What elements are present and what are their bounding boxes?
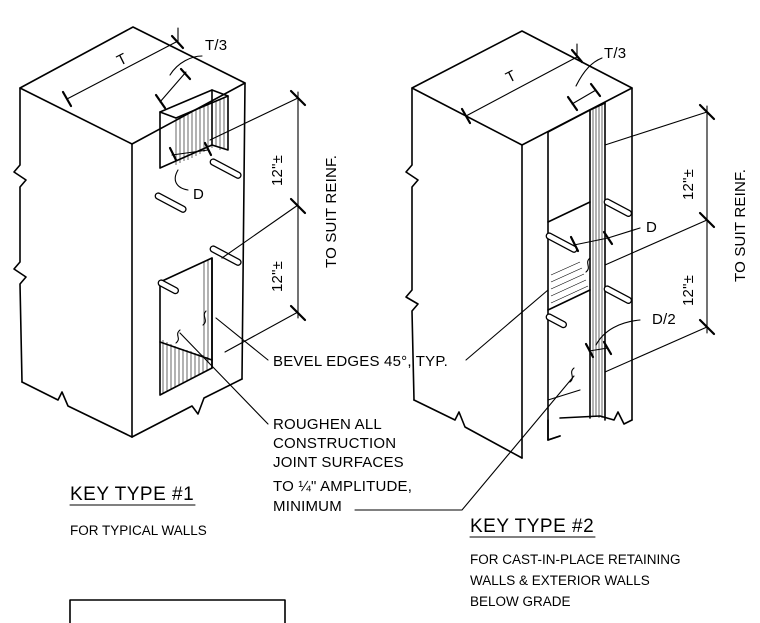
- to-suit-reinf-2: TO SUIT REINF.: [732, 169, 749, 282]
- to-suit-reinf-1: TO SUIT REINF.: [323, 155, 340, 268]
- d-half-label: D/2: [652, 311, 676, 328]
- wall-1-right-bottom-break: [131, 378, 243, 438]
- roughen-note-line-3: JOINT SURFACES: [273, 454, 404, 471]
- dimension-t3-2: T/3: [566, 45, 626, 112]
- roughen-note-line-1: ROUGHEN ALL: [273, 416, 382, 433]
- t3-label-1: T/3: [205, 37, 227, 54]
- bevel-note: BEVEL EDGES 45°, TYP.: [273, 353, 448, 370]
- dimension-12in-2: 12"± 12"± TO SUIT REINF.: [604, 103, 749, 373]
- key-type-2-title-block: KEY TYPE #2 FOR CAST-IN-PLACE RETAINING …: [469, 516, 681, 609]
- roughen-note-line-5: MINIMUM: [273, 498, 342, 515]
- roughen-note-line-2: CONSTRUCTION: [273, 435, 396, 452]
- key-type-2-title: KEY TYPE #2: [470, 516, 594, 537]
- rebar-dowels-2: [545, 198, 633, 329]
- roughen-callout: ROUGHEN ALL CONSTRUCTION JOINT SURFACES …: [179, 332, 575, 515]
- depth-label-1: D: [168, 141, 213, 203]
- key-type-2-subtitle-line-1: FOR CAST-IN-PLACE RETAINING: [470, 552, 681, 567]
- wall-2-left-bottom-break: [413, 399, 523, 459]
- dimension-t-2: T: [460, 43, 584, 125]
- wall-1-right-edge: [241, 82, 246, 380]
- d-label-1: D: [193, 186, 204, 203]
- wall-2-left-break-line: [405, 87, 419, 401]
- key-type-2-subtitle-line-2: WALLS & EXTERIOR WALLS: [470, 573, 650, 588]
- d-label-2: D: [646, 219, 657, 236]
- partial-frame-bottom: [69, 599, 286, 623]
- keyway-1-upper: [159, 89, 229, 169]
- key-type-1-title-block: KEY TYPE #1 FOR TYPICAL WALLS: [69, 484, 207, 538]
- dimension-12in-1: 12"± 12"± TO SUIT REINF.: [209, 89, 340, 353]
- wall-block-key-type-1: T T/3 D 12"± 12"±: [13, 26, 340, 438]
- dimension-t3-1: T/3: [154, 37, 227, 110]
- wall-block-key-type-2: T T/3 D D/2: [405, 30, 749, 459]
- key-type-2-subtitle-line-3: BELOW GRADE: [470, 594, 571, 609]
- bevel-callout: BEVEL EDGES 45°, TYP.: [215, 289, 549, 370]
- depth-labels-2: D D/2: [569, 219, 676, 359]
- key-type-1-subtitle: FOR TYPICAL WALLS: [70, 523, 207, 538]
- key-type-1-title: KEY TYPE #1: [70, 484, 194, 505]
- dim-12in-1-bottom: 12"±: [269, 261, 286, 292]
- wall-1-left-break-line: [13, 87, 27, 383]
- t-label-2: T: [503, 67, 519, 86]
- dimension-t-1: T: [61, 27, 185, 108]
- dim-12in-2-bottom: 12"±: [680, 275, 697, 306]
- key-groove-2-hatch: [550, 104, 603, 418]
- dim-12in-2-top: 12"±: [680, 169, 697, 200]
- t3-label-2: T/3: [604, 45, 626, 62]
- rebar-dowels-1: [154, 158, 242, 295]
- dim-12in-1-top: 12"±: [269, 155, 286, 186]
- keyway-1-lower: [159, 257, 213, 396]
- roughen-note-line-4: TO ¼" AMPLITUDE,: [273, 478, 412, 495]
- wall-1-left-bottom-break: [21, 381, 133, 438]
